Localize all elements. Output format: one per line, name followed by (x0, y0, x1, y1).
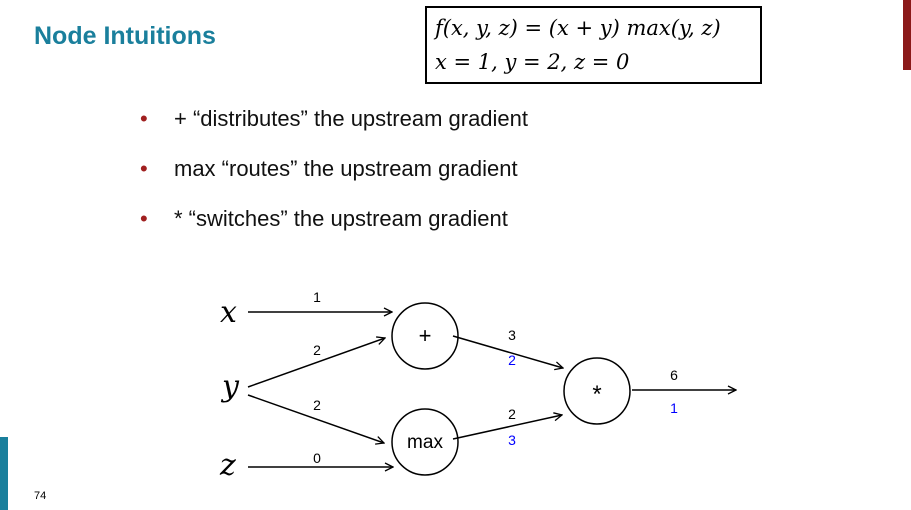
formula-box: f(x, y, z) = (x + y) max(y, z) x = 1, y … (425, 6, 762, 84)
node-mul-label: * (592, 381, 601, 408)
value-plus-out: 3 (508, 327, 516, 343)
formula-function: f(x, y, z) = (x + y) max(y, z) (435, 16, 721, 40)
bullet-list: + “distributes” the upstream gradient ma… (140, 106, 528, 256)
edge-y-plus (247, 338, 385, 388)
node-mul (563, 357, 631, 425)
bullet-item: * “switches” the upstream gradient (140, 206, 528, 256)
node-plus (391, 302, 459, 370)
value-y-max: 2 (313, 397, 321, 413)
node-plus-label: + (419, 323, 432, 348)
edge-plus-mul (452, 335, 563, 368)
formula-values: x = 1, y = 2, z = 0 (435, 50, 630, 74)
input-x: x (220, 295, 237, 330)
node-max (391, 408, 459, 476)
input-z: z (219, 448, 236, 483)
edge-max-mul (452, 415, 562, 440)
value-x: 1 (313, 289, 321, 305)
value-output: 6 (670, 367, 678, 383)
edge-y-max (247, 394, 384, 443)
bullet-item: + “distributes” the upstream gradient (140, 106, 528, 156)
accent-bar-bottom-left (0, 437, 8, 510)
accent-bar-top-right (903, 0, 911, 70)
value-max-out: 2 (508, 406, 516, 422)
input-y: y (220, 369, 240, 404)
slide-title: Node Intuitions (34, 22, 216, 50)
bullet-item: max “routes” the upstream gradient (140, 156, 528, 206)
node-max-label: max (407, 432, 443, 453)
value-y-plus: 2 (313, 342, 321, 358)
value-z: 0 (313, 450, 321, 466)
gradient-output: 1 (670, 400, 678, 416)
gradient-max-out: 3 (508, 432, 516, 448)
gradient-plus-out: 2 (508, 352, 516, 368)
page-number: 74 (34, 490, 47, 502)
